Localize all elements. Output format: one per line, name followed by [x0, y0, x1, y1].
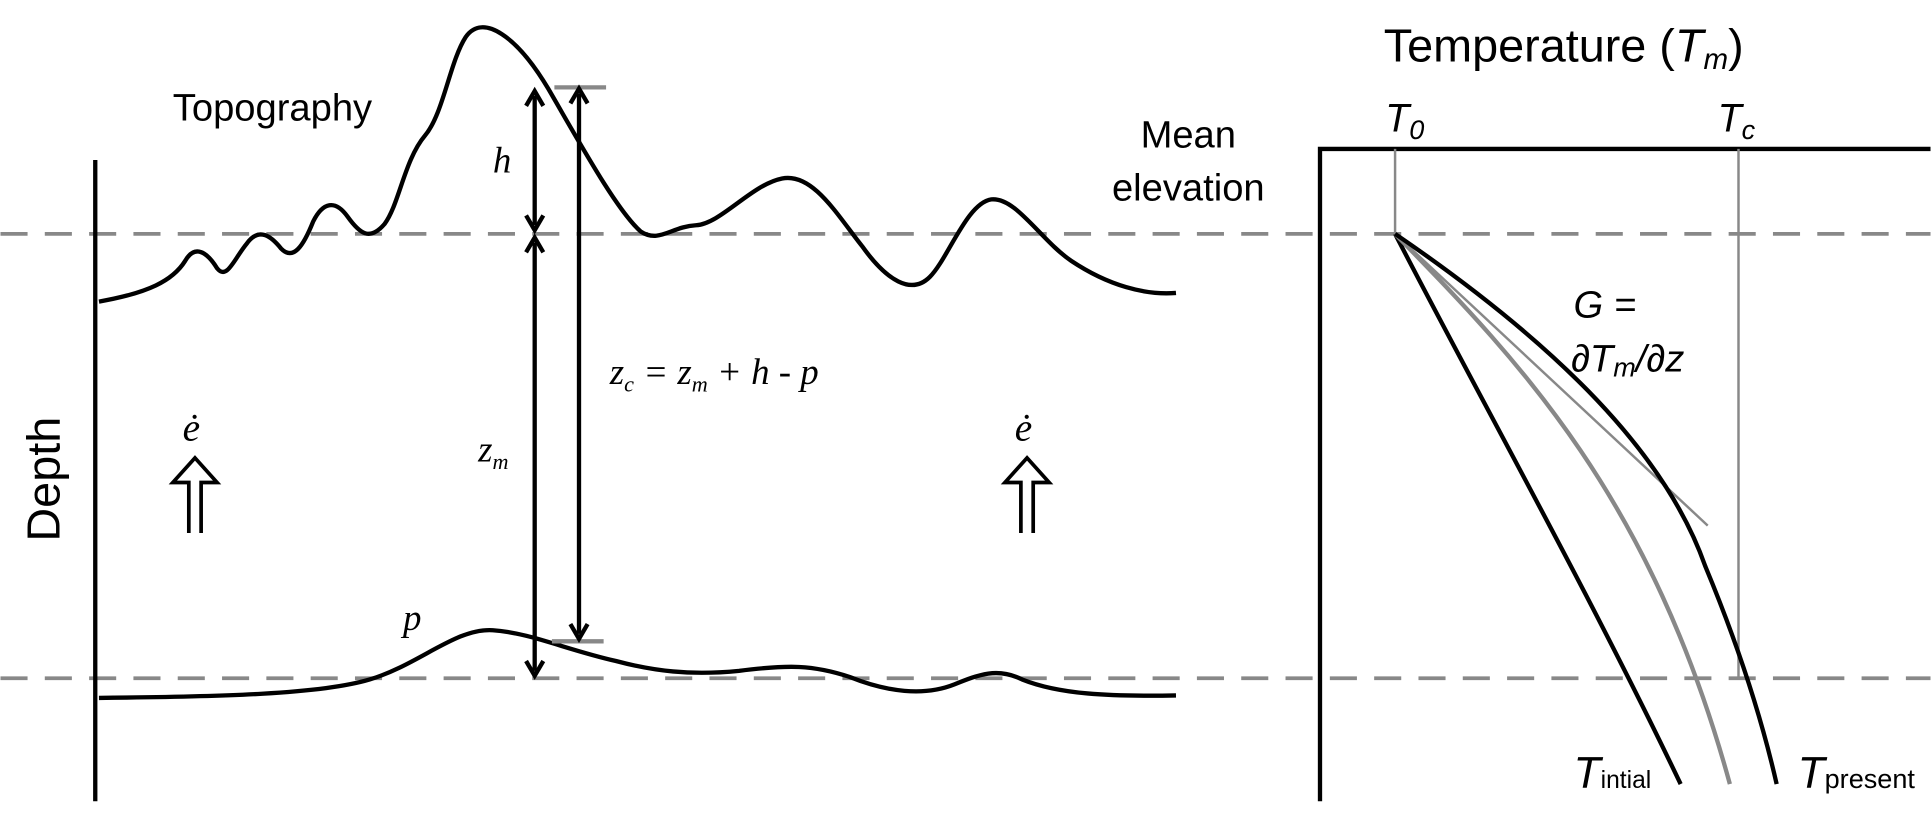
gradient-tangent-line: [1394, 232, 1709, 527]
uplift-arrow-right: [1000, 455, 1054, 533]
temperature-title: Temperature (Tm): [1384, 20, 1744, 76]
topography-label: Topography: [173, 87, 372, 130]
erosion-rate-label-right: ė: [1015, 406, 1032, 450]
t-present-label: Tpresent: [1798, 749, 1916, 798]
t-intermediate-curve: [1393, 232, 1732, 785]
h-label: h: [493, 139, 511, 180]
t0-label: T0: [1385, 97, 1424, 145]
t-initial-curve: [1393, 232, 1683, 786]
isotherm-curve-p: [98, 628, 1177, 701]
topography-curve: [98, 25, 1177, 304]
zc-arrow: [551, 84, 607, 644]
mean-elevation-label-line1: Mean: [1141, 114, 1236, 157]
temperature-axes: [1317, 146, 1931, 802]
tc-label: Tc: [1718, 97, 1756, 145]
t-initial-label: Tintial: [1574, 749, 1652, 798]
zm-arrow: [524, 233, 546, 681]
zc-equation: zc = zm + h - p: [609, 351, 819, 396]
gradient-label-line2: ∂Tm/∂z: [1571, 338, 1684, 383]
uplift-arrow-left: [168, 455, 222, 533]
zm-label: zm: [477, 429, 508, 474]
t-present-curve: [1393, 232, 1779, 785]
mean-elevation-label-line2: elevation: [1112, 167, 1265, 210]
p-label: p: [400, 597, 421, 638]
h-arrow: [524, 86, 546, 235]
erosion-rate-label-left: ė: [183, 406, 200, 450]
gradient-label-line1: G =: [1574, 284, 1637, 327]
depth-label: Depth: [18, 417, 70, 542]
